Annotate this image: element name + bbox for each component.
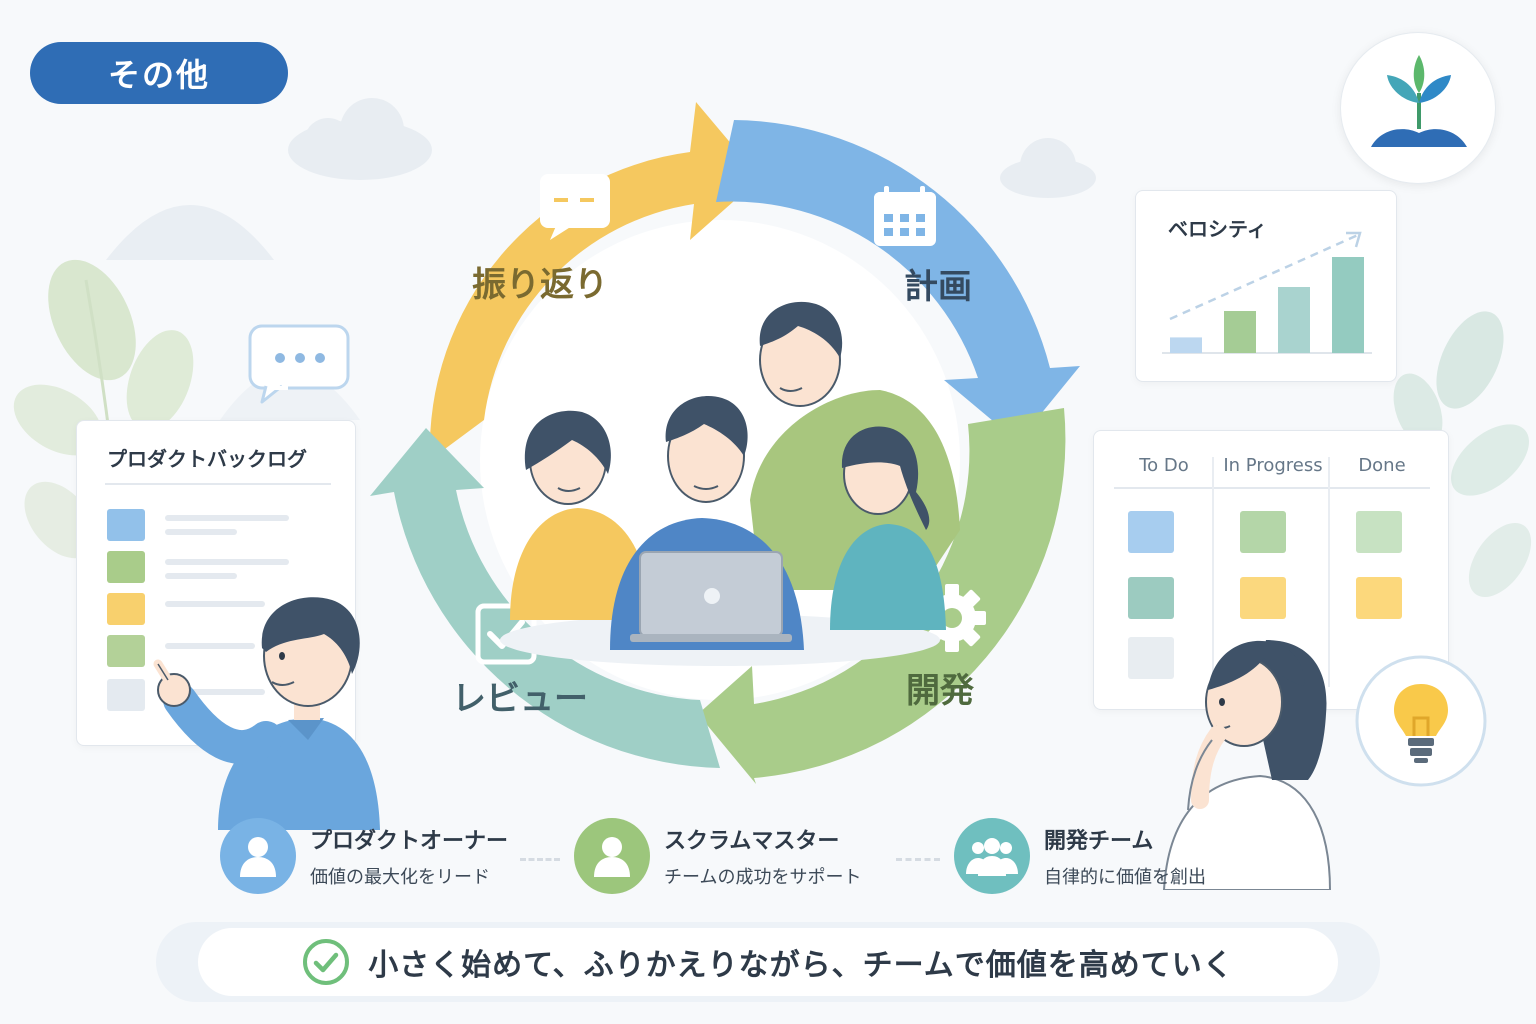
velocity-bar xyxy=(1332,257,1364,353)
column-divider xyxy=(1328,457,1330,687)
velocity-bar xyxy=(1170,337,1202,353)
motto-banner: 小さく始めて、ふりかえりながら、チームで価値を高めていく xyxy=(198,928,1338,996)
backlog-item-line xyxy=(165,573,237,579)
kanban-note xyxy=(1356,577,1402,619)
backlog-title: プロダクトバックログ xyxy=(107,447,307,471)
stage-label-dev: 開発 xyxy=(906,671,975,711)
sprout-logo-icon xyxy=(1371,55,1467,147)
kanban-note xyxy=(1128,577,1174,619)
velocity-bar xyxy=(1278,287,1310,353)
scrum-cycle-diagram: 振り返り 計画 開発 レビュー xyxy=(370,102,1080,784)
kanban-column-todo: To Do xyxy=(1139,455,1189,476)
role-subtitle: 価値の最大化をリード xyxy=(310,867,490,888)
backlog-item-swatch xyxy=(107,679,145,711)
role-connector xyxy=(520,858,560,861)
motto-text: 小さく始めて、ふりかえりながら、チームで価値を高めていく xyxy=(368,948,1234,983)
backlog-item-swatch xyxy=(107,551,145,583)
group-icon xyxy=(966,838,1018,876)
backlog-item-swatch xyxy=(107,509,145,541)
backlog-item-line xyxy=(165,515,289,521)
velocity-chart xyxy=(1162,231,1372,354)
role-icon-scrum-master xyxy=(574,818,650,894)
role-connector xyxy=(896,858,940,861)
kanban-note xyxy=(1240,577,1286,619)
person-icon xyxy=(240,837,276,877)
role-title: プロダクトオーナー xyxy=(310,829,509,854)
cycle-arrow-review xyxy=(370,428,720,768)
role-subtitle: チームの成功をサポート xyxy=(664,867,862,888)
trend-arrowhead-icon xyxy=(1346,231,1362,248)
kanban-note xyxy=(1128,511,1174,553)
role-product-owner: プロダクトオーナー 価値の最大化をリード xyxy=(220,818,508,894)
stage-label-retro: 振り返り xyxy=(472,265,608,305)
kanban-column-in-progress: In Progress xyxy=(1223,455,1323,476)
velocity-card: ベロシティ xyxy=(1135,190,1397,382)
cycle-arrow-plan xyxy=(716,120,1080,442)
velocity-bar xyxy=(1224,311,1256,353)
stage-label-review: レビュー xyxy=(452,679,588,719)
stage-label-plan: 計画 xyxy=(904,267,972,307)
chat-bubble-icon xyxy=(248,324,350,404)
lightbulb-icon xyxy=(1355,655,1487,787)
divider xyxy=(105,483,331,485)
role-scrum-master: スクラムマスター チームの成功をサポート xyxy=(574,818,861,894)
backlog-item-line xyxy=(165,601,265,607)
column-divider xyxy=(1212,457,1214,687)
backlog-item-line xyxy=(165,529,237,535)
check-circle-icon xyxy=(303,939,350,985)
kanban-note xyxy=(1356,511,1402,553)
cycle-arrow-retro xyxy=(429,102,760,460)
role-icon-dev-team xyxy=(954,818,1030,894)
calendar-icon xyxy=(874,186,936,246)
velocity-trend-line xyxy=(1169,233,1359,321)
person-icon xyxy=(594,837,630,877)
role-subtitle: 自律的に価値を創出 xyxy=(1044,867,1206,888)
product-owner-illustration xyxy=(153,597,380,830)
kanban-column-done: Done xyxy=(1358,455,1406,476)
role-dev-team: 開発チーム 自律的に価値を創出 xyxy=(954,818,1206,894)
role-title: スクラムマスター xyxy=(664,829,840,854)
team-illustration xyxy=(500,301,960,666)
backlog-item-swatch xyxy=(107,593,145,625)
category-badge: その他 xyxy=(30,42,288,104)
thinking-woman-illustration xyxy=(1162,640,1332,890)
divider xyxy=(1114,487,1430,489)
kanban-note xyxy=(1128,637,1174,679)
cycle-arrow-dev xyxy=(698,408,1066,784)
velocity-title: ベロシティ xyxy=(1168,217,1267,241)
kanban-note xyxy=(1240,511,1286,553)
backlog-item-swatch xyxy=(107,635,145,667)
chat-icon xyxy=(540,174,610,240)
logo xyxy=(1340,32,1496,184)
backlog-item-line xyxy=(165,559,289,565)
role-title: 開発チーム xyxy=(1044,829,1154,854)
backlog-item-line xyxy=(165,643,255,649)
backlog-item-line xyxy=(165,689,265,695)
role-icon-product-owner xyxy=(220,818,296,894)
